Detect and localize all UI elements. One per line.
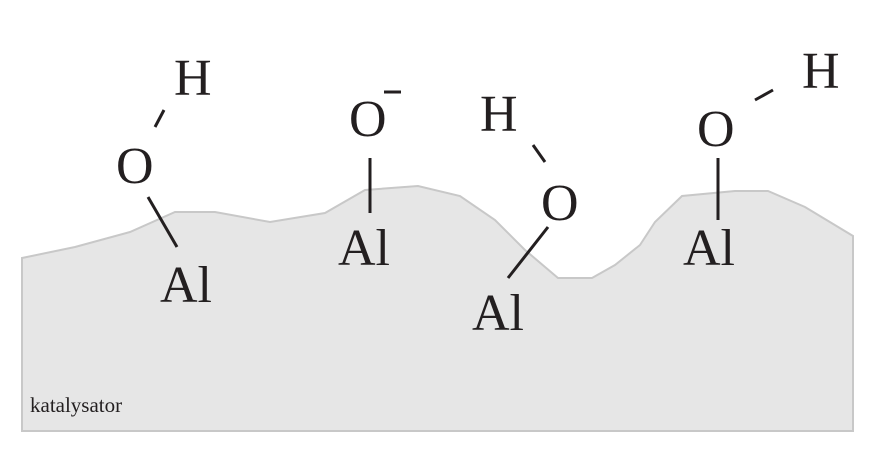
hydrogen-atom-4: H — [802, 43, 840, 100]
oxygen-atom-2: O — [349, 91, 387, 148]
bond-o-h-3 — [531, 144, 547, 163]
bond-al-o-3 — [506, 226, 550, 279]
metal-atom-3: Al — [472, 285, 524, 342]
oxygen-atom-1: O — [116, 138, 154, 195]
catalyst-label: katalysator — [30, 393, 122, 417]
hydrogen-atom-1: H — [174, 50, 212, 107]
hydroxyl-group-1: Al O H — [116, 50, 212, 314]
oxygen-atom-3: O — [541, 175, 579, 232]
oxygen-atom-4: O — [697, 101, 735, 158]
bond-o-h-4 — [754, 88, 774, 102]
hydroxyl-group-4: Al O H — [683, 43, 840, 277]
bond-o-h-1 — [153, 109, 166, 128]
metal-atom-1: Al — [160, 257, 212, 314]
metal-atom-4: Al — [683, 220, 735, 277]
catalyst-surface — [21, 184, 854, 432]
oxide-group-2: Al O — [338, 90, 401, 277]
hydroxyl-group-3: Al O H — [472, 86, 579, 342]
hydrogen-atom-3: H — [480, 86, 518, 143]
metal-atom-2: Al — [338, 220, 390, 277]
bond-al-o-1 — [146, 196, 179, 248]
